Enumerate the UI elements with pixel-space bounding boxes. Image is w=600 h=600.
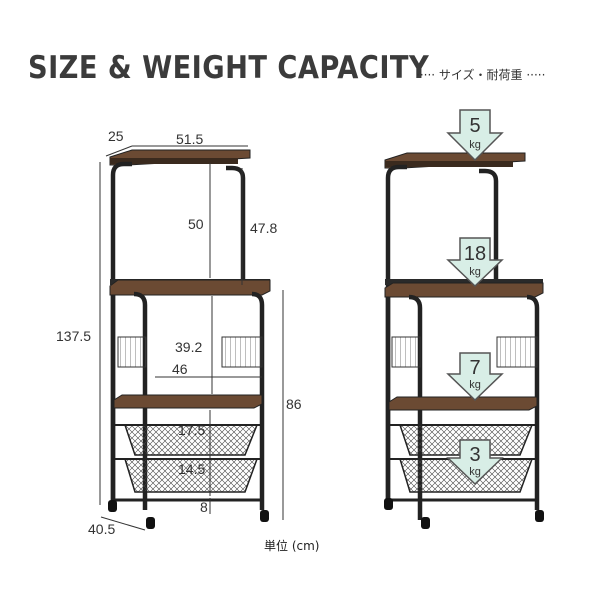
dim-middle-gap: 39.2: [175, 339, 202, 355]
dim-bottom-clearance: 8: [200, 499, 208, 515]
unit-label: 単位 (cm): [264, 539, 320, 553]
weight-arrow-7: 7 kg: [446, 352, 504, 402]
weight-arrow-5: 5 kg: [446, 109, 504, 162]
svg-text:kg: kg: [469, 379, 481, 391]
dim-basket-lower: 14.5: [178, 461, 205, 477]
page-subtitle: ····· サイズ・耐荷重 ·····: [416, 68, 546, 82]
page-title: SIZE & WEIGHT CAPACITY: [28, 50, 430, 86]
dim-base-depth: 40.5: [88, 521, 115, 537]
lower-shelf: [113, 394, 263, 409]
svg-text:3: 3: [469, 444, 480, 466]
dim-width-top: 51.5: [176, 131, 203, 147]
dim-lower-height: 86: [286, 396, 302, 412]
dim-total-height: 137.5: [56, 328, 91, 344]
svg-text:7: 7: [469, 357, 480, 379]
dim-depth: 25: [108, 128, 124, 144]
dim-height-upper-right: 47.8: [250, 220, 277, 236]
dim-basket-upper: 17.5: [178, 422, 205, 438]
left-rack: 25 51.5 50 47.8 137.5 39.2 46 86 17.5 14…: [56, 128, 302, 537]
weight-arrow-18: 18 kg: [446, 237, 504, 288]
svg-text:kg: kg: [469, 466, 481, 478]
svg-text:5: 5: [469, 115, 480, 137]
dim-inner-width: 46: [172, 361, 188, 377]
weight-arrow-3: 3 kg: [446, 439, 504, 486]
dim-height-upper: 50: [188, 216, 204, 232]
svg-text:kg: kg: [469, 266, 481, 278]
svg-text:18: 18: [464, 243, 486, 265]
middle-shelf: [109, 279, 271, 296]
svg-text:kg: kg: [469, 139, 481, 151]
